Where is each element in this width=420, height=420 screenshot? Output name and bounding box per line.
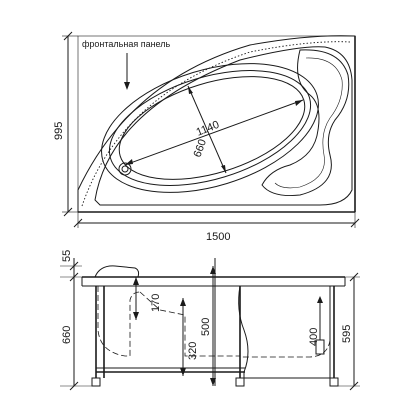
arrow <box>133 277 139 285</box>
label-front-panel: фронтальная панель <box>82 39 171 49</box>
arrow <box>221 165 226 173</box>
corner-seat-inner <box>274 57 343 189</box>
arrow <box>295 100 303 106</box>
arrow <box>180 368 186 376</box>
label-length: 1500 <box>206 231 230 243</box>
side-view: 55 660 170 320 500 400 595 <box>60 250 360 391</box>
label-seat-height: 320 <box>187 342 199 360</box>
tick <box>349 272 359 282</box>
arrow <box>188 86 193 94</box>
label-depth: 995 <box>53 122 65 140</box>
tick <box>349 381 359 391</box>
basin-outer <box>101 63 319 193</box>
label-basin-width: 660 <box>192 138 210 159</box>
arrow <box>124 82 130 90</box>
rim-outline <box>94 46 353 206</box>
tick <box>350 218 360 228</box>
foot-mid <box>235 377 245 387</box>
tick <box>69 272 79 282</box>
tick <box>69 261 79 271</box>
label-basin-length: 1140 <box>195 119 221 139</box>
label-595: 595 <box>341 325 353 343</box>
headrest <box>94 265 140 278</box>
arrow <box>180 298 186 306</box>
tick <box>63 207 73 217</box>
panel-break <box>238 285 249 378</box>
arrow <box>210 266 216 274</box>
tick <box>69 381 79 391</box>
arrow <box>133 312 139 320</box>
tick <box>63 31 73 41</box>
arrow <box>125 159 133 165</box>
label-400: 400 <box>308 328 320 346</box>
dim-line-basin-length <box>124 99 304 166</box>
drain-inner <box>121 165 129 173</box>
foot-left <box>91 377 101 387</box>
seat-hidden <box>139 291 240 357</box>
tick <box>73 218 83 228</box>
arrow <box>317 296 323 303</box>
top-view: 1140 660 фронтальная панель 995 1500 <box>53 31 360 243</box>
dim-line-basin-width <box>187 85 227 174</box>
bowl-left-hidden <box>97 286 141 357</box>
label-500: 500 <box>200 318 212 336</box>
arrow <box>210 378 216 386</box>
label-seat: 170 <box>150 294 162 312</box>
foot-right <box>329 377 339 387</box>
basin-middle <box>108 70 312 186</box>
label-rim: 55 <box>61 250 73 262</box>
drain-icon <box>118 162 132 176</box>
label-total-height: 660 <box>61 326 73 344</box>
